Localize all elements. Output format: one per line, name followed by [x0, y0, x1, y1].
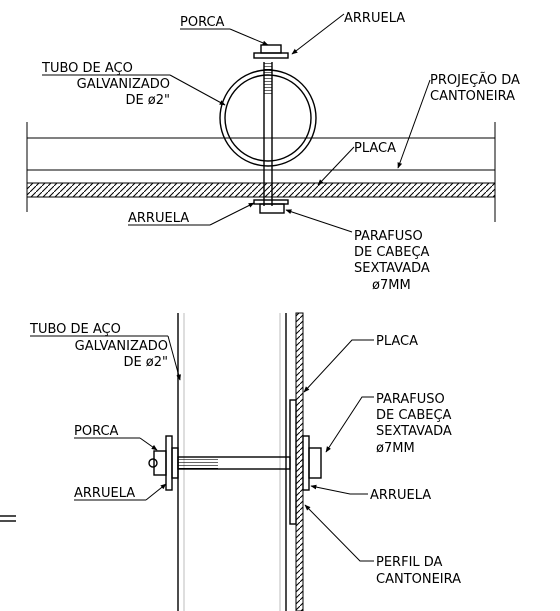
label-projecao-line2: CANTONEIRA [430, 89, 515, 104]
bolt-thread [264, 62, 272, 96]
label-side-porca: PORCA [74, 424, 119, 439]
plate-section [26, 182, 496, 198]
side-view: TUBO DE AÇO GALVANIZADO DE ø2" PLACA PAR… [0, 312, 461, 611]
bolt-head-side [308, 447, 322, 479]
label-side-placa: PLACA [376, 334, 418, 349]
top-view: PORCA ARRUELA TUBO DE AÇO GALVANIZADO DE… [26, 11, 520, 293]
label-side-parafuso-line3: SEXTAVADA [376, 424, 452, 439]
label-side-tubo-line1: TUBO DE AÇO [29, 322, 121, 337]
projecao-leader [397, 79, 431, 169]
side-arruela-left-leader [145, 483, 167, 501]
label-side-tubo-line2: GALVANIZADO [75, 339, 168, 354]
tubo-leader [169, 74, 226, 106]
label-arruela-top: ARRUELA [344, 11, 405, 26]
side-perfil-leader [304, 504, 374, 562]
label-side-arruela-right: ARRUELA [370, 488, 431, 503]
label-placa: PLACA [354, 141, 396, 156]
side-tubo-leader [167, 335, 181, 381]
left-nut [153, 450, 167, 476]
arruela-bottom-leader [209, 202, 255, 226]
label-parafuso-line4: ø7MM [372, 278, 411, 293]
label-side-perfil-line1: PERFIL DA [376, 555, 443, 570]
side-arruela-right-leader [310, 484, 368, 495]
label-arruela-bottom: ARRUELA [128, 211, 189, 226]
side-parafuso-leader [325, 396, 374, 453]
label-side-parafuso-line4: ø7MM [376, 441, 415, 456]
label-side-arruela-left: ARRUELA [74, 486, 135, 501]
top-nut [260, 44, 282, 54]
left-washer [165, 435, 173, 491]
bolt-thread-side [178, 457, 218, 469]
bolt-tip [148, 458, 158, 468]
label-parafuso-line3: SEXTAVADA [354, 261, 430, 276]
top-washer [253, 52, 289, 59]
label-porca: PORCA [180, 15, 225, 30]
label-parafuso-line1: PARAFUSO [354, 229, 423, 244]
side-porca-leader [139, 437, 158, 451]
porca-leader [229, 28, 269, 46]
label-tubo-line1: TUBO DE AÇO [41, 61, 133, 76]
side-placa-leader [303, 339, 374, 393]
label-side-tubo-line3: DE ø2" [123, 355, 168, 370]
label-tubo-line3: DE ø2" [125, 93, 170, 108]
label-parafuso-line2: DE CABEÇA [354, 245, 430, 260]
parafuso-leader [285, 209, 353, 233]
label-side-parafuso-line1: PARAFUSO [376, 392, 445, 407]
bolt-head [259, 203, 285, 214]
label-tubo-line2: GALVANIZADO [77, 77, 170, 92]
left-spacer [171, 447, 179, 479]
placa-leader [317, 146, 355, 186]
label-side-perfil-line2: CANTONEIRA [376, 572, 461, 587]
right-plate-washer [289, 399, 297, 525]
label-projecao-line1: PROJEÇÃO DA [430, 72, 520, 88]
angle-section [295, 312, 304, 611]
right-washer [302, 435, 310, 491]
label-side-parafuso-line2: DE CABEÇA [376, 408, 452, 423]
arruela-top-leader [291, 13, 345, 55]
